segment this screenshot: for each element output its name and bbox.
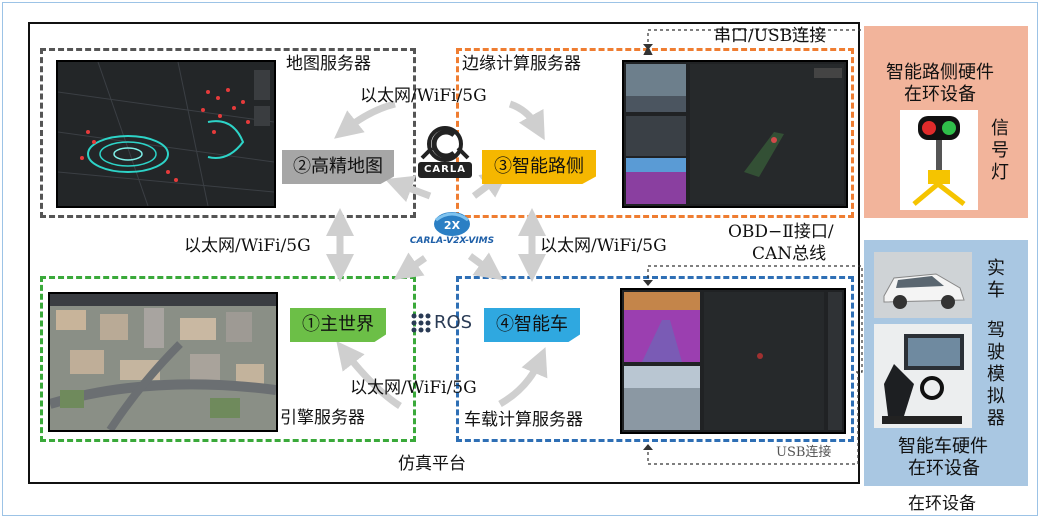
engine-server-screenshot xyxy=(48,292,278,432)
vehicle-server-box xyxy=(456,276,854,442)
real-car-label-text: 实车 xyxy=(987,258,1005,301)
driving-simulator-label-text: 驾驶模拟器 xyxy=(987,320,1005,429)
traffic-light-icon xyxy=(912,116,966,206)
real-car-image xyxy=(874,252,972,318)
simulation-platform-label: 仿真平台 xyxy=(398,454,466,474)
engine-server-box xyxy=(40,276,416,442)
vehicle-server-label: 车载计算服务器 xyxy=(464,410,583,430)
svg-text:2X: 2X xyxy=(444,219,461,232)
vehicle-server-screenshot xyxy=(620,288,846,434)
usb-connection-label: USB连接 xyxy=(776,445,832,460)
roadside-hw-title-1: 智能路侧硬件 xyxy=(886,62,994,83)
link-label-bottom: 以太网/WiFi/5G xyxy=(350,378,477,398)
carla-logo-text: CARLA xyxy=(424,164,466,175)
map-server-label: 地图服务器 xyxy=(286,54,371,74)
serial-usb-label: 串口/USB连接 xyxy=(714,26,827,46)
edge-server-label: 边缘计算服务器 xyxy=(462,54,581,74)
map-server-box xyxy=(40,48,416,218)
edge-visualization-image xyxy=(624,62,846,206)
obd-can-label-2: CAN总线 xyxy=(752,244,827,264)
map-visualization-image xyxy=(58,62,274,206)
city-3d-image xyxy=(50,294,276,430)
signal-light-label-text: 信号灯 xyxy=(991,118,1009,183)
carla-logo-icon xyxy=(418,126,472,178)
ros-logo: ROS xyxy=(410,310,480,334)
carla-v2x-vims-text: CARLA-V2X-VIMS xyxy=(409,236,495,246)
obd-can-label-1: OBD−Ⅱ接口/ xyxy=(728,222,834,242)
engine-server-label: 引擎服务器 xyxy=(280,408,365,428)
edge-server-screenshot xyxy=(622,60,848,208)
signal-light-label: 信号灯 xyxy=(990,118,1010,184)
driving-simulator-label: 驾驶模拟器 xyxy=(986,320,1006,430)
real-car-label: 实车 xyxy=(986,258,1006,302)
link-label-right: 以太网/WiFi/5G xyxy=(540,236,667,256)
ros-text: ROS xyxy=(434,312,473,333)
driving-simulator-image xyxy=(874,324,972,428)
ros-dots-icon xyxy=(411,313,431,333)
smart-roadside-node: ③智能路侧 xyxy=(482,150,596,184)
hil-devices-label: 在环设备 xyxy=(908,494,976,514)
roadside-hw-title-2: 在环设备 xyxy=(904,84,976,105)
carla-v2x-vims-logo: 2X CARLA-V2X-VIMS xyxy=(402,206,502,252)
vehicle-hw-title-2: 在环设备 xyxy=(908,458,980,479)
v2x-logo-icon: 2X xyxy=(434,212,470,236)
vehicle-visualization-image xyxy=(622,290,844,432)
smart-vehicle-node: ④智能车 xyxy=(484,308,580,342)
simulator-icon xyxy=(874,324,972,428)
link-label-top: 以太网/WiFi/5G xyxy=(360,86,487,106)
traffic-light-image xyxy=(900,110,978,210)
simulation-platform-box xyxy=(28,22,860,484)
carla-logo: CARLA xyxy=(410,118,480,188)
link-label-left: 以太网/WiFi/5G xyxy=(184,236,311,256)
car-icon xyxy=(874,252,972,318)
main-world-node: ①主世界 xyxy=(290,308,386,342)
map-server-screenshot xyxy=(56,60,276,208)
vehicle-hw-title-1: 智能车硬件 xyxy=(898,436,988,457)
hd-map-node: ②高精地图 xyxy=(282,150,394,184)
